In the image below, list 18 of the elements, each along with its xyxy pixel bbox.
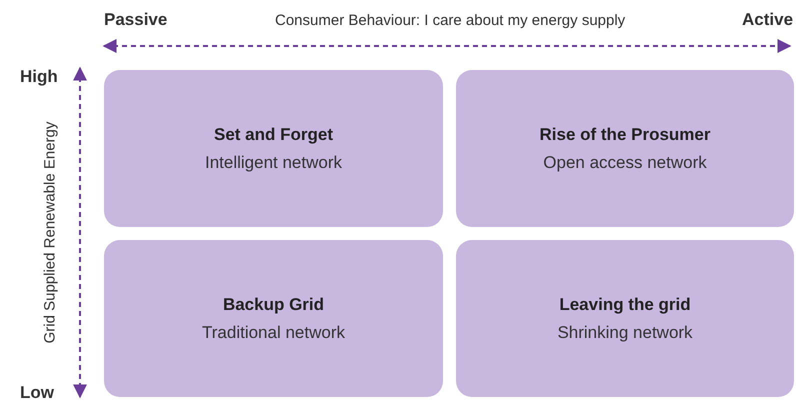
quadrant-box — [104, 70, 443, 227]
axis-title: Grid Supplied Renewable Energy — [41, 121, 58, 343]
quadrant-subtitle: Intelligent network — [204, 152, 342, 172]
axis-end-label: Passive — [104, 10, 168, 30]
quadrant-box — [104, 240, 443, 397]
quadrant-title: Backup Grid — [222, 294, 324, 314]
quadrant-subtitle: Shrinking network — [557, 322, 693, 342]
axis-end-label: Low — [20, 383, 54, 401]
quadrant-subtitle: Open access network — [543, 152, 707, 172]
quadrant-title: Rise of the Prosumer — [540, 124, 710, 144]
quadrant-title: Set and Forget — [214, 124, 333, 144]
axis-end-label: Active — [742, 10, 794, 30]
quadrant-title: Leaving the grid — [559, 294, 691, 314]
axis-title: Consumer Behaviour: I care about my energy supply — [275, 12, 626, 29]
axis-end-label: High — [20, 67, 58, 87]
quadrant-subtitle: Traditional network — [202, 322, 345, 342]
quadrant-box — [456, 70, 794, 227]
quadrant-box — [456, 240, 794, 397]
